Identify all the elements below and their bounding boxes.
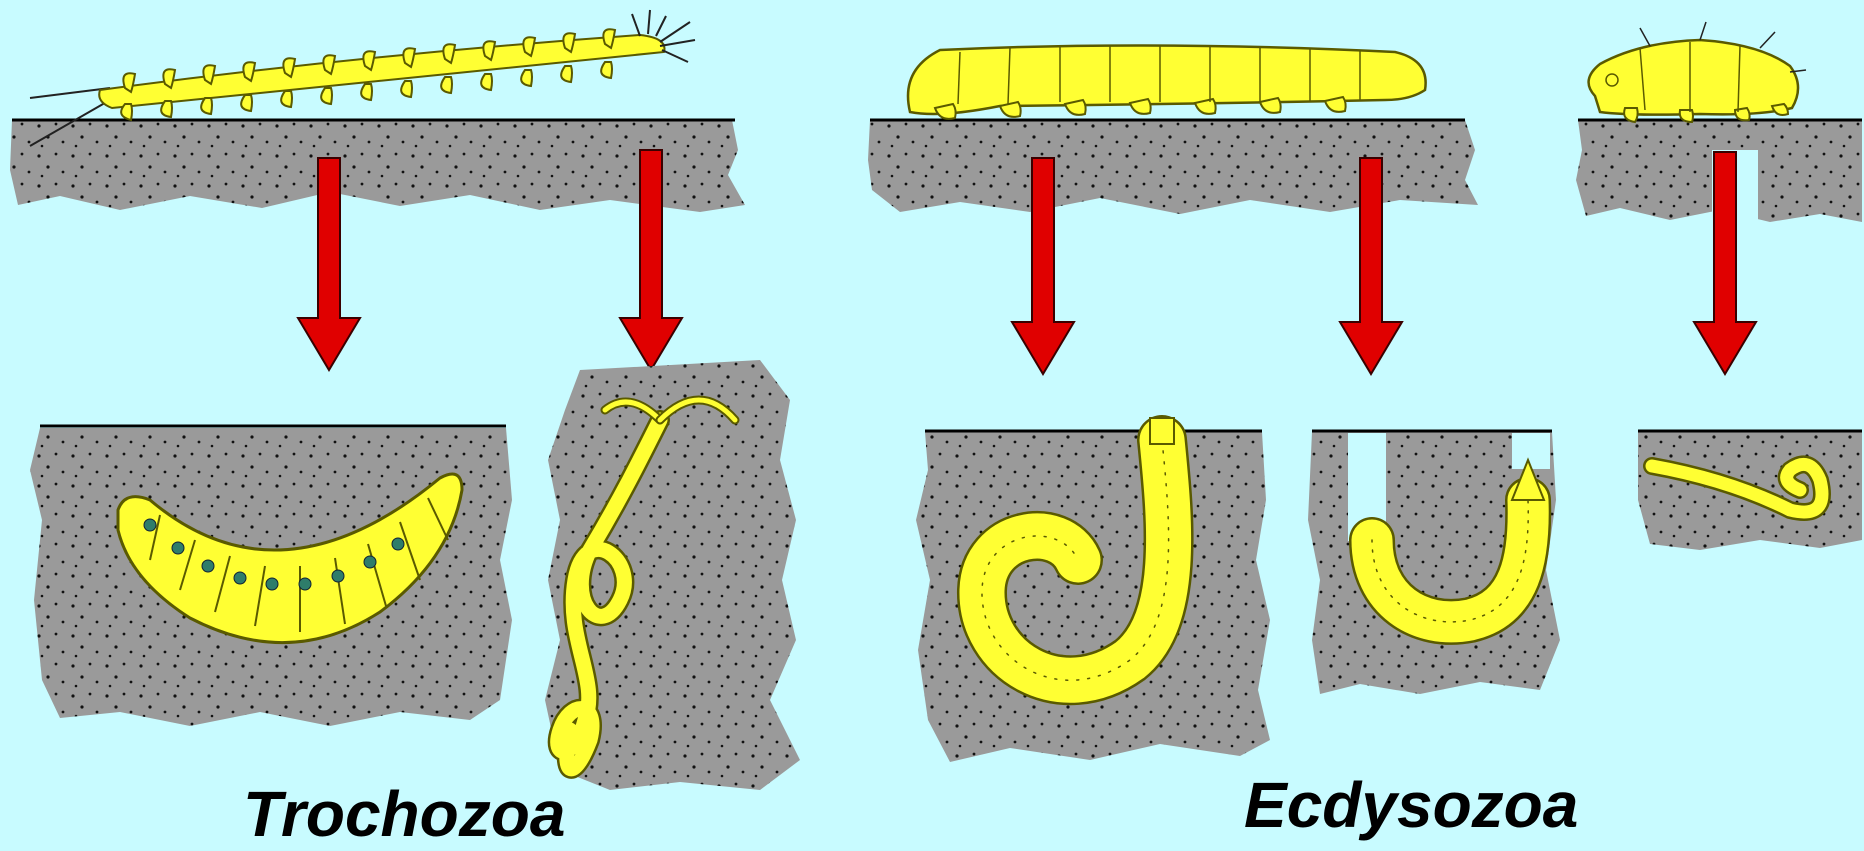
tardigrade-icon <box>1589 22 1806 122</box>
sediment-top-left <box>10 120 745 212</box>
label-ecdysozoa: Ecdysozoa <box>1244 773 1578 837</box>
sediment-top-middle <box>868 120 1478 214</box>
label-trochozoa: Trochozoa <box>243 782 565 846</box>
segmented-lobopod-icon <box>908 45 1426 119</box>
